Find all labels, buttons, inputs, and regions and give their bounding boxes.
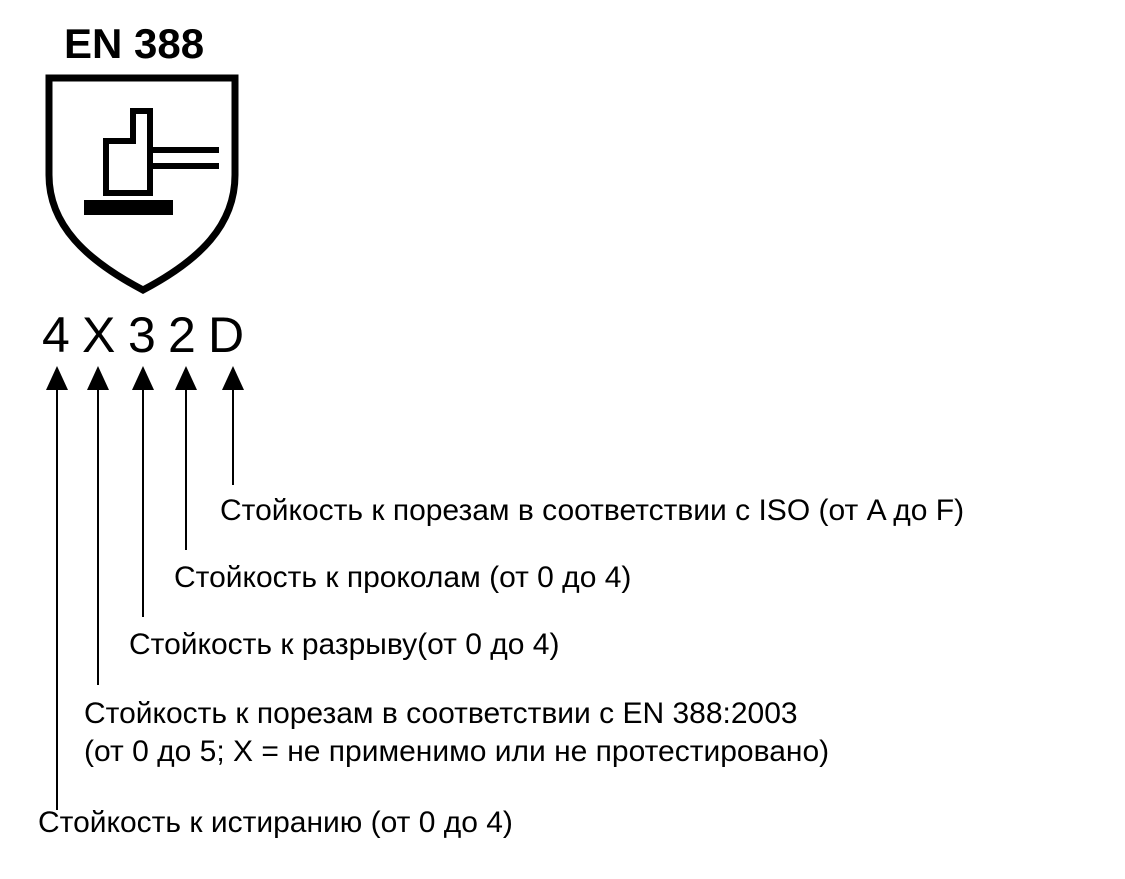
standard-title: EN 388	[64, 20, 205, 67]
label-abrasion: Стойкость к истиранию (от 0 до 4)	[38, 806, 513, 839]
label-cut-line1: Стойкость к порезам в соответствии с EN …	[84, 697, 798, 730]
code-iso-cut: D	[208, 307, 245, 363]
code-puncture: 2	[168, 307, 196, 363]
hand-icon	[103, 108, 153, 196]
code-cut: X	[82, 307, 116, 363]
label-puncture: Стойкость к проколам (от 0 до 4)	[174, 561, 632, 594]
label-tear: Стойкость к разрыву(от 0 до 4)	[129, 628, 560, 661]
shield-icon	[45, 74, 239, 294]
ground-bar	[84, 200, 173, 215]
arrows	[46, 366, 244, 810]
code-tear: 3	[128, 307, 156, 363]
label-cut-line2: (от 0 до 5; X = не применимо или не прот…	[84, 735, 830, 768]
label-iso-cut: Стойкость к порезам в соответствии с ISO…	[220, 494, 965, 527]
code-abrasion: 4	[42, 307, 70, 363]
